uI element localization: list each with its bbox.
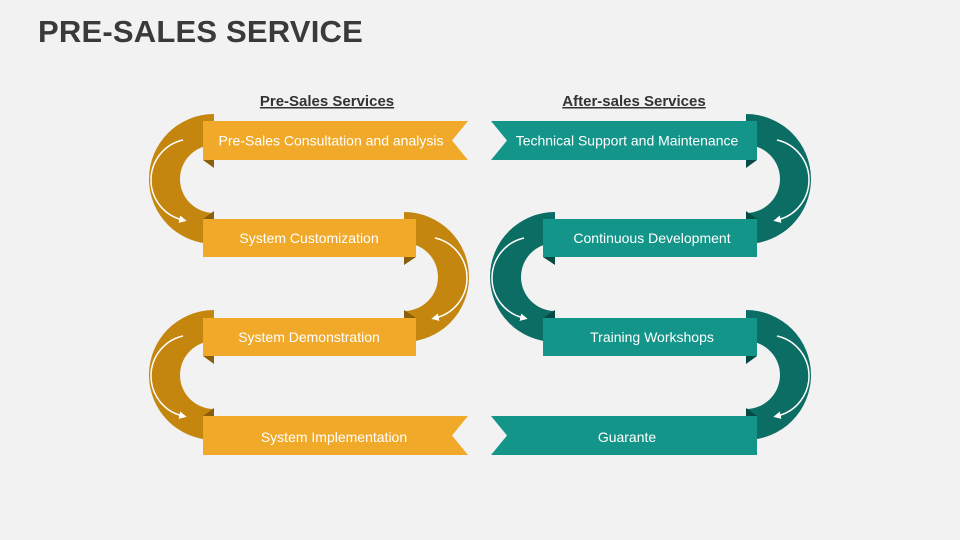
left-ribbon-2-label: System Customization bbox=[239, 230, 378, 246]
right-ribbon-3-label: Training Workshops bbox=[590, 329, 714, 345]
left-column-heading: Pre-Sales Services bbox=[260, 93, 394, 110]
right-ribbon-3: Training Workshops bbox=[543, 310, 757, 364]
right-ribbon-4-label: Guarante bbox=[598, 429, 657, 445]
right-ribbon-1: Technical Support and Maintenance bbox=[491, 121, 757, 168]
left-ribbon-2: System Customization bbox=[203, 211, 416, 265]
left-connector-2 bbox=[404, 212, 469, 342]
right-connector-1 bbox=[746, 114, 811, 244]
left-ribbon-4: System Implementation bbox=[203, 408, 468, 455]
left-ribbon-4-label: System Implementation bbox=[261, 429, 407, 445]
right-ribbon-2: Continuous Development bbox=[543, 211, 757, 265]
left-connector-3 bbox=[149, 310, 214, 440]
right-connector-3 bbox=[746, 310, 811, 440]
right-connector-2 bbox=[490, 212, 555, 342]
left-ribbon-1: Pre-Sales Consultation and analysis bbox=[203, 121, 468, 168]
page-title: PRE-SALES SERVICE bbox=[38, 14, 363, 49]
left-ribbon-3: System Demonstration bbox=[203, 310, 416, 364]
right-ribbon-1-label: Technical Support and Maintenance bbox=[516, 133, 739, 149]
right-column-heading: After-sales Services bbox=[562, 93, 705, 110]
right-ribbon-4: Guarante bbox=[491, 408, 757, 455]
left-connector-1 bbox=[149, 114, 214, 244]
right-ribbon-2-label: Continuous Development bbox=[573, 230, 730, 246]
left-ribbon-3-label: System Demonstration bbox=[238, 329, 380, 345]
left-ribbon-1-label: Pre-Sales Consultation and analysis bbox=[219, 133, 444, 149]
